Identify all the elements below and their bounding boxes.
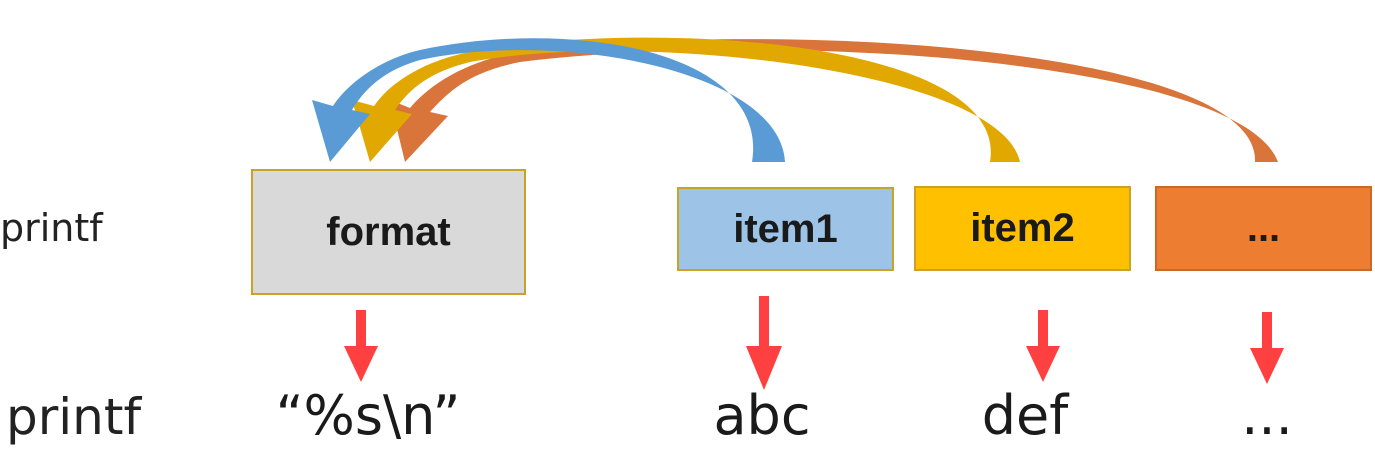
item2-box: item2 <box>914 186 1131 271</box>
printf-label-top: printf <box>0 206 103 250</box>
down-arrow-more <box>1250 312 1284 384</box>
item1-value: abc <box>713 384 811 447</box>
printf-label-bottom: printf <box>6 388 142 446</box>
item2-value: def <box>981 384 1069 447</box>
down-arrow-item1 <box>746 296 782 390</box>
arc-more-to-format <box>390 39 1278 162</box>
format-box: format <box>251 169 526 295</box>
more-value: ... <box>1241 384 1293 447</box>
more-items-box: ... <box>1155 186 1372 271</box>
item1-box: item1 <box>677 187 894 271</box>
arc-item2-to-format <box>352 37 1020 162</box>
format-value: “%s\n” <box>275 384 461 447</box>
down-arrow-format <box>344 310 378 382</box>
down-arrow-item2 <box>1026 310 1060 382</box>
